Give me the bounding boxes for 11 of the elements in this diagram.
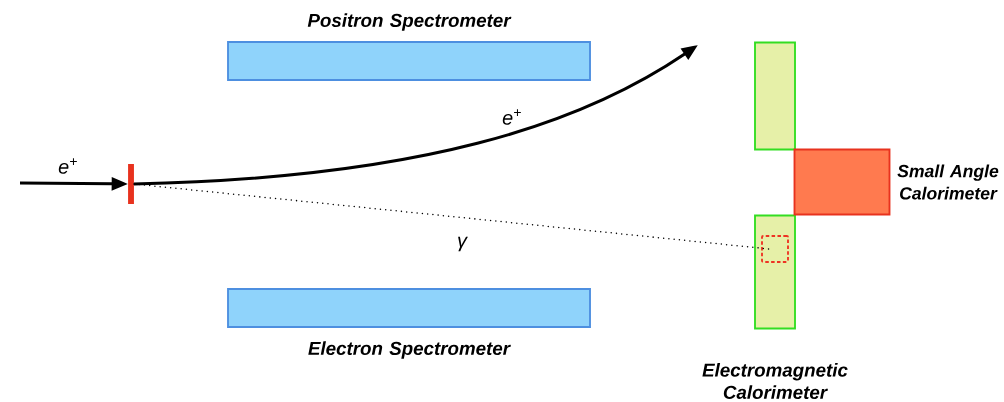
target-foil xyxy=(128,164,134,204)
component-label: Electron Spectrometer xyxy=(308,341,511,359)
photon-path xyxy=(133,183,770,250)
component-label: Electromagnetic Calorimeter xyxy=(702,363,848,399)
edge-label: e$^{+}$ xyxy=(58,158,77,174)
component-label: Small Angle Calorimeter xyxy=(897,164,999,200)
component-label: Positron Spectrometer xyxy=(307,13,512,31)
impact-square xyxy=(761,235,789,263)
edge-label: e$^{+}$ xyxy=(502,109,521,125)
edge-label: γ xyxy=(458,236,468,252)
calorimeter-bar xyxy=(754,41,796,151)
